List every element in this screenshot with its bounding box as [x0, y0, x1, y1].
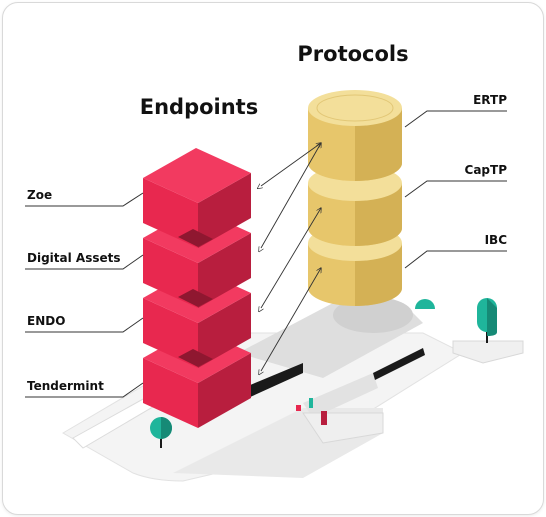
protocol-cylinders: [308, 90, 402, 306]
protocol-leaders: [404, 110, 507, 269]
endpoints-heading: Endpoints: [140, 95, 258, 119]
endpoint-label-tendermint: Tendermint: [27, 379, 104, 393]
protocol-label-ibc: IBC: [485, 233, 508, 247]
endpoint-label-digital-assets: Digital Assets: [27, 251, 121, 265]
tree-left: [150, 417, 172, 448]
dome-icon: [415, 299, 435, 309]
protocol-label-ertp: ERTP: [473, 93, 507, 107]
endpoint-leaders: [25, 192, 144, 398]
connection-arrows: [261, 143, 321, 371]
tree-right: [477, 298, 497, 343]
endpoint-label-zoe: Zoe: [27, 188, 52, 202]
architecture-illustration: Protocols Endpoints Zoe Digital Assets E…: [25, 42, 524, 482]
endpoint-blocks: [143, 148, 251, 428]
protocols-heading: Protocols: [297, 42, 408, 66]
arrow-tendermint-ibc: [261, 268, 321, 371]
ground-platform: [62, 297, 524, 482]
protocol-label-captp: CapTP: [465, 163, 508, 177]
endpoint-label-endo: ENDO: [27, 314, 65, 328]
